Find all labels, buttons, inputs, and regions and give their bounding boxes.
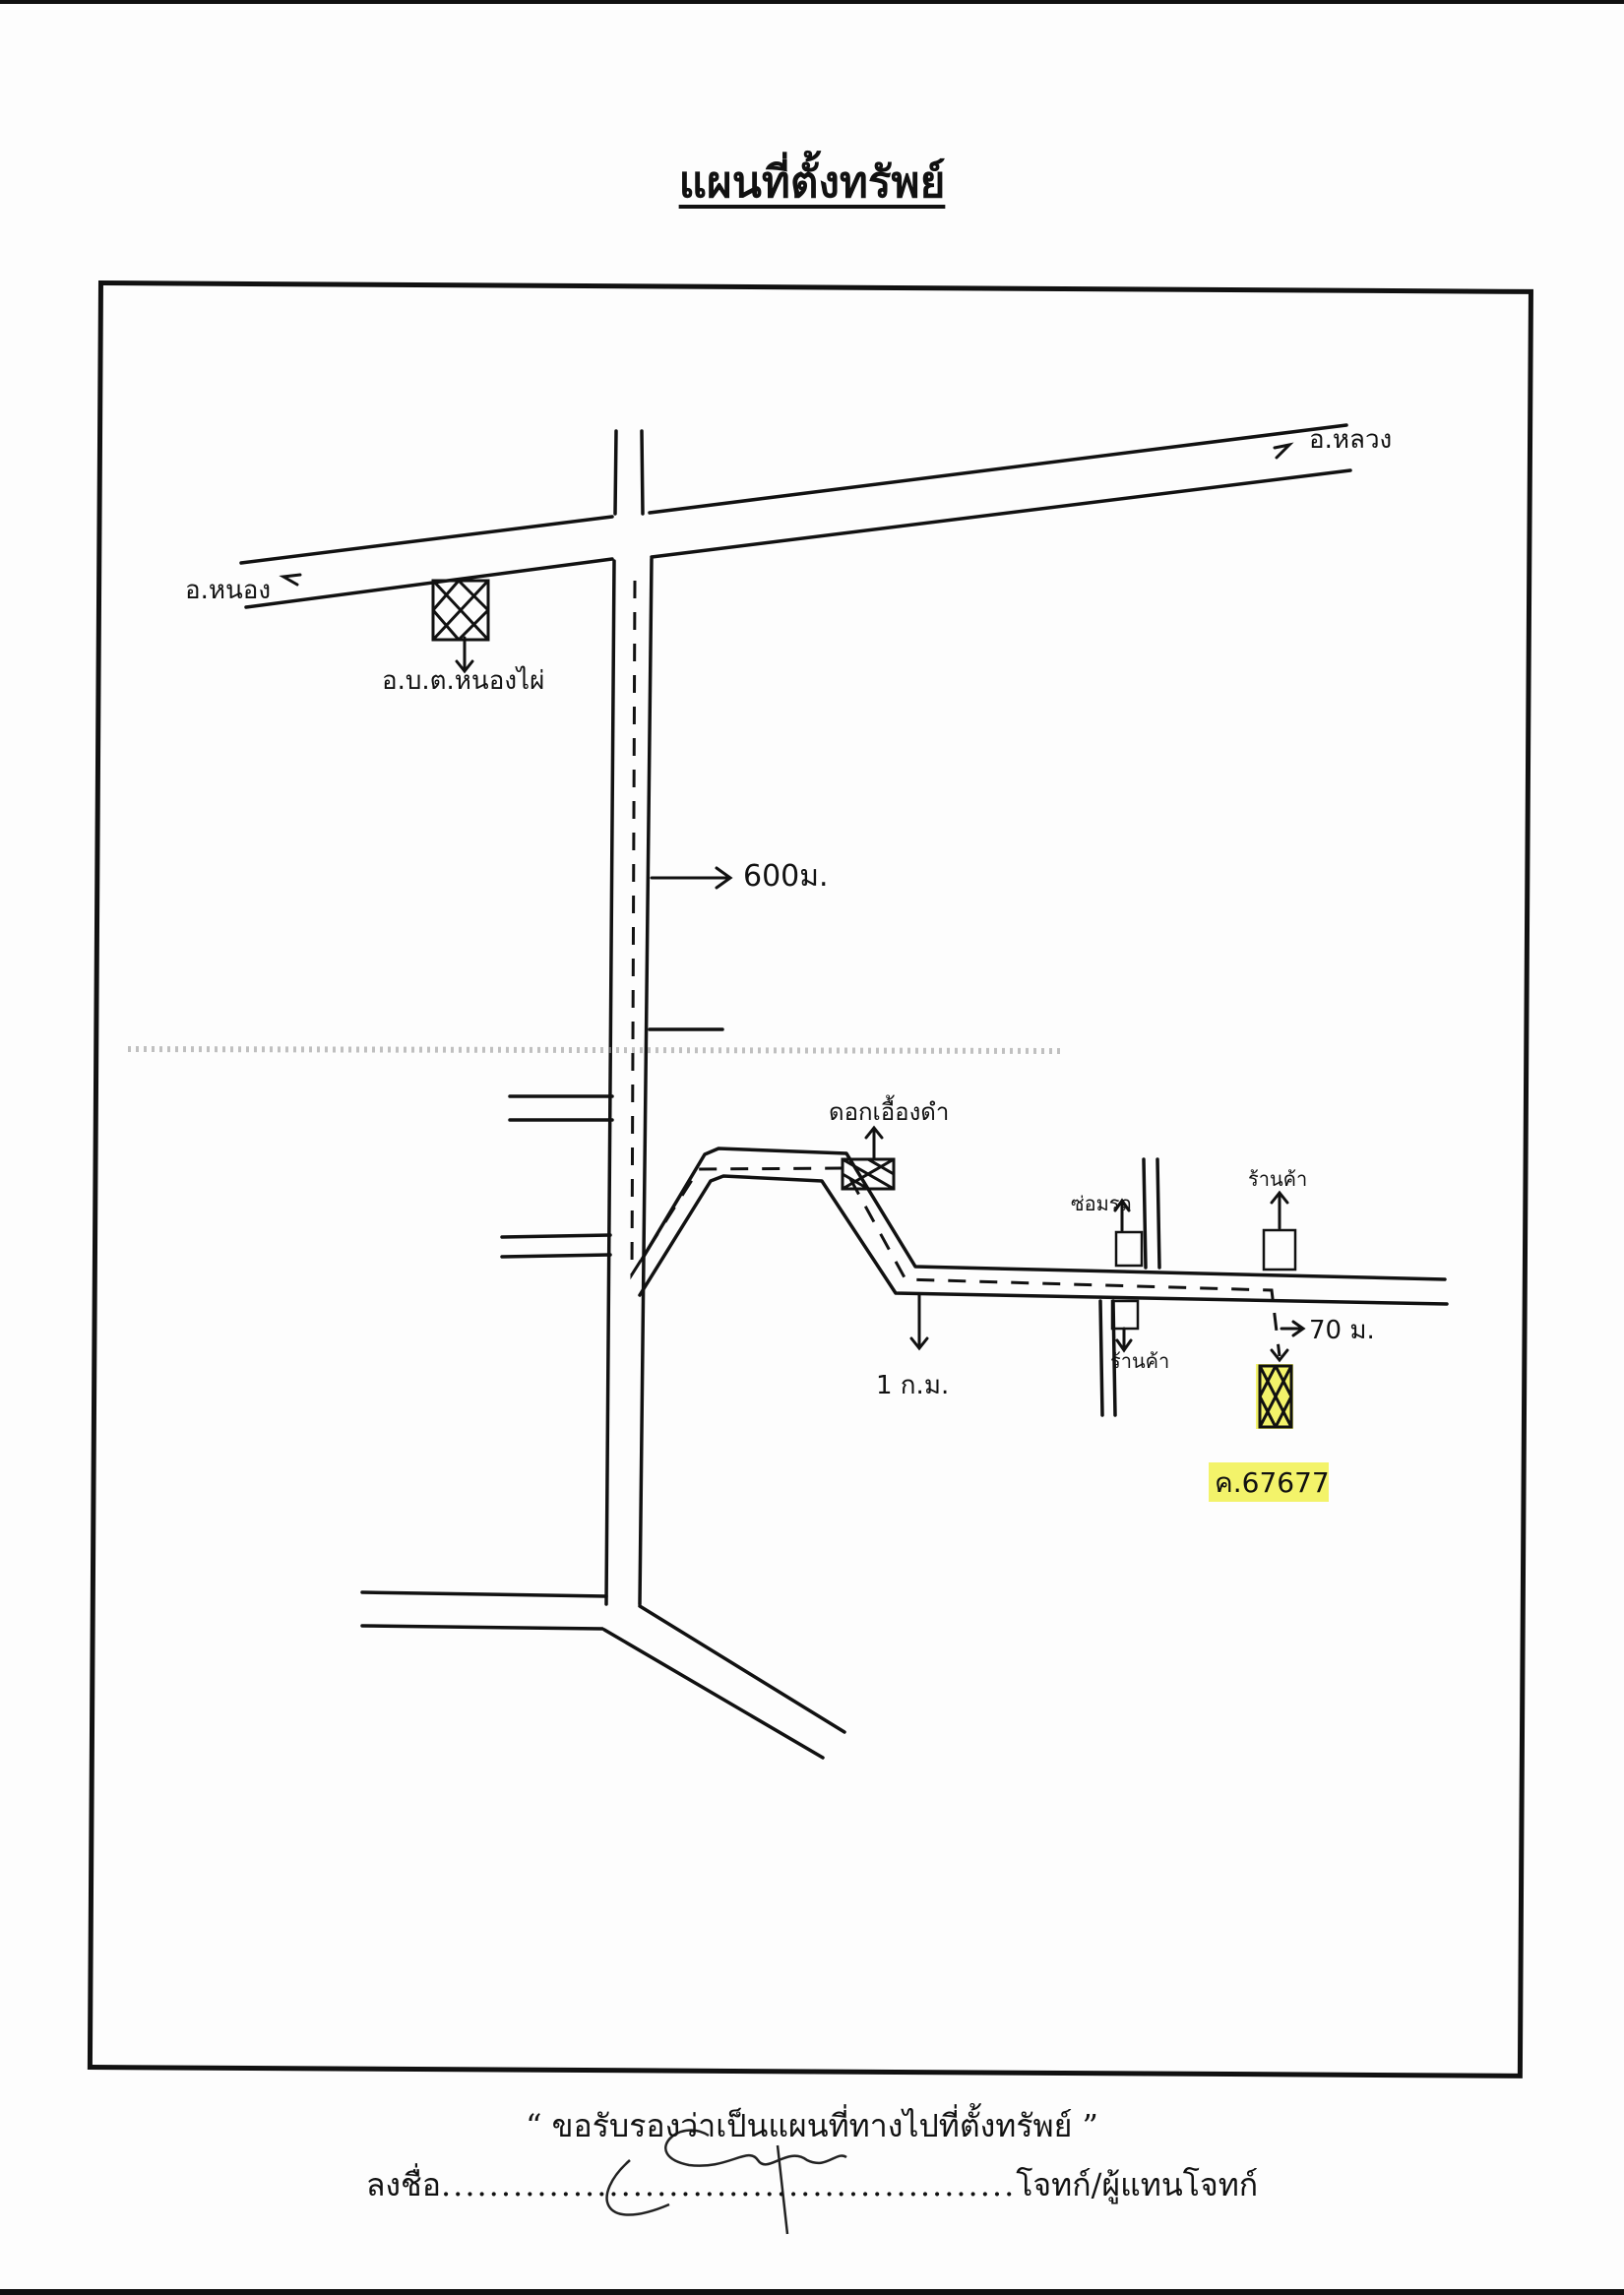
label-distance-branch: 1 ก.ม.: [876, 1371, 949, 1400]
arrow-icon: [1273, 442, 1294, 460]
label-house-left-top: ซ่อมรถ: [1071, 1192, 1132, 1215]
landmark-hatch-icon: [841, 1157, 896, 1191]
arrow-icon: [455, 659, 474, 674]
label-property-id: ค.67677: [1215, 1466, 1330, 1499]
branch-road-line: [638, 1174, 1449, 1306]
lane-line: [1142, 1157, 1148, 1270]
fork-road-line: [638, 1604, 846, 1734]
arrow-icon: [715, 866, 733, 890]
side-road-line: [640, 429, 645, 516]
fork-road-line: [602, 1628, 825, 1760]
property-id-highlight: [1209, 1462, 1329, 1502]
arrow-icon: [1270, 1190, 1289, 1205]
main-road-line: [650, 468, 1352, 559]
scan-edge: [0, 2289, 1624, 2295]
main-road-line: [239, 515, 614, 565]
arrow-icon: [1270, 1348, 1289, 1363]
lane-line: [1111, 1299, 1117, 1417]
house-icon: [1114, 1230, 1144, 1268]
sign-label: ลงชื่อ: [365, 2166, 441, 2203]
sign-role: โจทก์/ผู้แทนโจทก์: [1016, 2166, 1259, 2203]
landmark-hatch-icon: [431, 579, 490, 642]
scan-edge: [0, 0, 1624, 4]
property-hatch-icon: [1258, 1364, 1293, 1429]
arrow-icon: [1113, 1198, 1131, 1212]
sign-dots: ........................................…: [440, 2166, 1017, 2203]
arrow-icon: [909, 1336, 929, 1351]
side-road-line: [613, 429, 618, 516]
main-road-line: [648, 423, 1348, 515]
signature-image: [605, 2129, 847, 2235]
label-to-left: อ.หนอง: [185, 576, 271, 605]
lane-line: [1156, 1157, 1161, 1270]
certification-text: “ ขอรับรองว่าเป็นแผนที่ทางไปที่ตั้งทรัพย…: [526, 2107, 1098, 2144]
page-title: แผนที่ตั้งทรัพย์: [678, 157, 946, 208]
arrow-icon: [279, 573, 302, 587]
label-house-left-bottom: ร้านค้า: [1110, 1349, 1169, 1373]
north-south-road-line: [638, 557, 654, 1606]
route-dashed-line: [630, 580, 1281, 1357]
fork-road-line: [360, 1624, 604, 1631]
house-icon: [1110, 1299, 1140, 1331]
lane-line: [1098, 1299, 1104, 1417]
side-street-line: [500, 1253, 612, 1259]
arrow-icon: [864, 1125, 884, 1140]
main-road-line: [244, 557, 614, 609]
house-icon: [1262, 1228, 1297, 1272]
arrow-icon: [1291, 1320, 1306, 1337]
scan-fold-artifact: [127, 1046, 1064, 1054]
label-house-right: ร้านค้า: [1248, 1167, 1307, 1191]
label-distance-final: 70 ม.: [1309, 1316, 1375, 1345]
label-to-right: อ.หลวง: [1309, 425, 1392, 455]
arrow-icon: [1115, 1338, 1133, 1353]
north-south-road-line: [604, 559, 616, 1606]
label-landmark-top: อ.บ.ต.หนองไผ่: [382, 665, 544, 696]
branch-road-line: [640, 1147, 1447, 1281]
label-landmark-mid: ดอกเอื้องดำ: [829, 1094, 949, 1126]
label-distance-main: 600ม.: [743, 859, 829, 894]
side-street-line: [500, 1233, 612, 1239]
signature-row: ลงชื่อ..................................…: [0, 2160, 1624, 2210]
fork-road-line: [360, 1590, 608, 1598]
